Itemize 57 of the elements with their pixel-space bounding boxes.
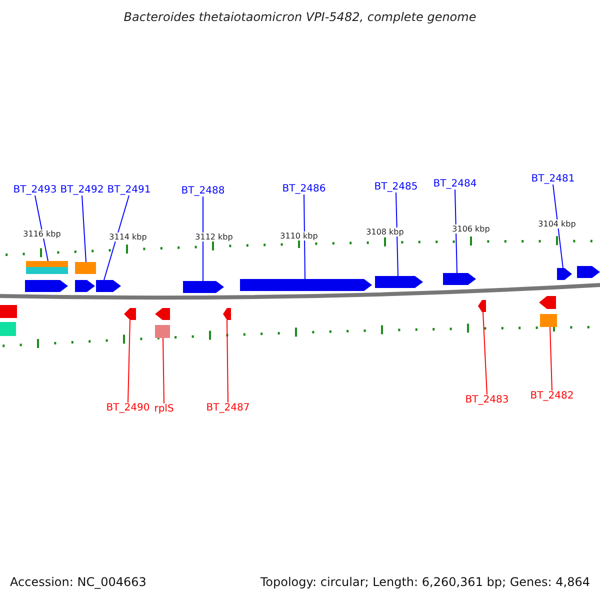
gene-feature <box>443 273 476 285</box>
leader-line <box>34 195 48 262</box>
gene-label: BT_2488 <box>181 186 225 196</box>
leader-line <box>82 195 86 262</box>
leader-line <box>162 338 164 404</box>
gene-feature <box>375 276 423 288</box>
leader-line <box>202 196 204 282</box>
gene-label: rplS <box>154 404 174 414</box>
gene-label: BT_2491 <box>107 184 151 196</box>
feature-bar <box>0 322 16 336</box>
gene-feature <box>183 281 224 293</box>
accession-text: Accession: NC_004663 <box>10 575 146 589</box>
feature-bar <box>155 325 170 338</box>
gene-feature <box>240 279 372 291</box>
gene-label: BT_2485 <box>374 182 418 192</box>
gene-label: BT_2492 <box>60 184 104 196</box>
leader-line <box>552 184 564 268</box>
leader-line <box>304 194 306 280</box>
gene-label: BT_2481 <box>531 174 575 184</box>
leader-line <box>226 320 228 403</box>
position-label: 3110 kbp <box>279 232 319 240</box>
gene-feature <box>539 296 556 309</box>
leader-line <box>550 326 552 391</box>
feature-bar <box>26 261 68 267</box>
gene-label: BT_2493 <box>13 184 57 196</box>
gene-feature <box>96 280 121 292</box>
feature-bar <box>75 262 96 274</box>
feature-bar <box>540 314 557 327</box>
position-label: 3108 kbp <box>365 228 405 236</box>
position-label: 3116 kbp <box>22 230 62 238</box>
leader-line <box>482 312 488 395</box>
position-label: 3112 kbp <box>194 232 234 242</box>
gene-label: BT_2482 <box>530 390 574 402</box>
gene-feature <box>75 280 95 292</box>
gene-feature <box>124 308 136 320</box>
gene-label: BT_2483 <box>465 394 509 406</box>
position-label: 3114 kbp <box>108 232 148 242</box>
leader-line <box>454 189 458 274</box>
gene-feature <box>25 280 68 292</box>
position-label: 3104 kbp <box>537 220 577 228</box>
leader-line <box>396 192 398 276</box>
gene-label: BT_2490 <box>106 402 150 414</box>
gene-label: BT_2486 <box>282 184 326 194</box>
position-label: 3106 kbp <box>451 224 491 234</box>
gene-feature <box>155 308 170 320</box>
feature-bar <box>26 267 68 274</box>
feature-bar <box>0 305 17 318</box>
gene-feature <box>223 308 231 320</box>
leader-line <box>104 195 130 280</box>
genome-summary-text: Topology: circular; Length: 6,260,361 bp; Genes: 4,864 <box>260 575 590 589</box>
leader-line <box>128 320 130 403</box>
title: Bacteroides thetaiotaomicron VPI-5482, complete genome <box>122 10 478 24</box>
gene-label: BT_2484 <box>433 178 477 190</box>
gene-feature <box>478 300 486 312</box>
gene-label: BT_2487 <box>206 402 250 414</box>
gene-feature <box>557 268 572 280</box>
gene-feature <box>577 266 600 278</box>
